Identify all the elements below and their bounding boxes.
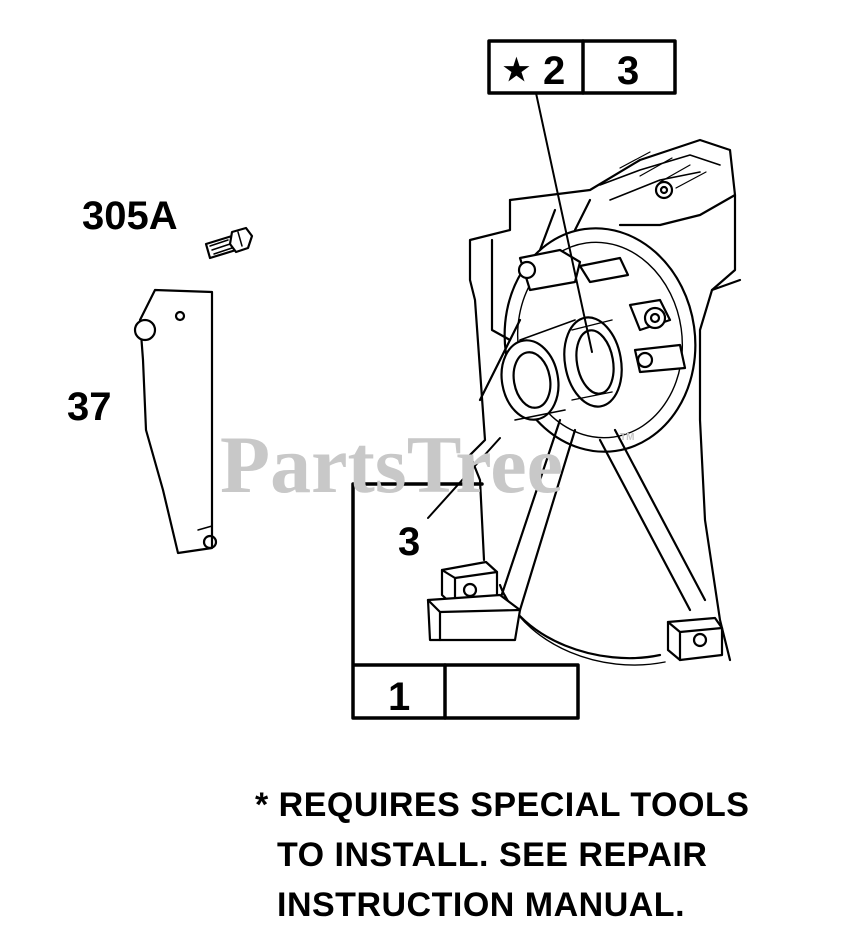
star-icon: ★ bbox=[503, 54, 530, 87]
callout-box-1 bbox=[351, 482, 580, 720]
plate-37[interactable] bbox=[133, 288, 218, 555]
label-305a: 305A bbox=[82, 194, 178, 238]
watermark-tm: TM bbox=[620, 432, 634, 443]
note-line-1: * REQUIRES SPECIAL TOOLS bbox=[255, 786, 750, 824]
crankcase-part-1[interactable] bbox=[426, 138, 742, 666]
callout-box-2-3 bbox=[487, 39, 677, 353]
special-tools-note: * REQUIRES SPECIAL TOOLS TO INSTALL. SEE… bbox=[255, 780, 855, 930]
gasket-leader-line bbox=[427, 437, 501, 519]
bolt-305a[interactable] bbox=[204, 226, 254, 260]
label-1: 1 bbox=[388, 675, 410, 719]
label-2: 2 bbox=[543, 49, 565, 93]
label-3-box: 3 bbox=[617, 49, 639, 93]
label-37: 37 bbox=[67, 385, 112, 429]
label-3-gasket: 3 bbox=[398, 520, 420, 564]
note-line-2: TO INSTALL. SEE REPAIR bbox=[277, 836, 708, 874]
note-line-3: INSTRUCTION MANUAL. bbox=[277, 886, 686, 924]
watermark-text: PartsTree bbox=[220, 419, 563, 510]
